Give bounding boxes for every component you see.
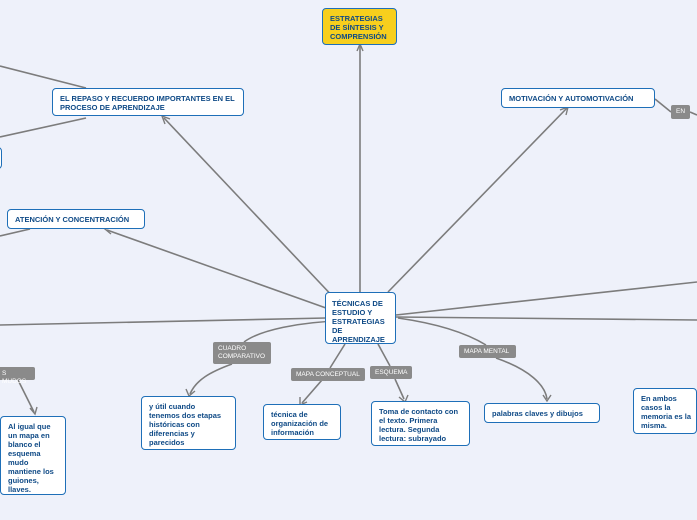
- leaf-memoria[interactable]: En ambos casos la memoria es la misma.: [633, 388, 697, 434]
- leaf-mapa-mental-text: palabras claves y dibujos: [492, 409, 583, 418]
- topic-motivacion-text: MOTIVACIÓN Y AUTOMOTIVACIÓN: [509, 94, 634, 103]
- label-mapa-mental[interactable]: MAPA MENTAL: [459, 345, 516, 358]
- central-topic-text: TÉCNICAS DE ESTUDIO Y ESTRATEGIAS DE APR…: [332, 299, 385, 344]
- link-atencion-left: [0, 228, 31, 237]
- link-center-motivacion: [387, 107, 568, 293]
- leaf-mapa-mental[interactable]: palabras claves y dibujos: [484, 403, 600, 423]
- arrow-mental-leaf: [542, 394, 552, 403]
- label-en-text: EN: [676, 108, 686, 115]
- link-en-right: [689, 111, 697, 116]
- link-center-right-lower: [395, 316, 697, 321]
- label-esquemas-mudos[interactable]: S MUDOS: [0, 367, 35, 385]
- link-center-repaso: [163, 117, 339, 303]
- offscreen-node-stub[interactable]: [0, 147, 2, 169]
- link-repaso-left-upper: [0, 65, 87, 89]
- link-center-esquema: [377, 343, 391, 367]
- arrow-repaso: [160, 114, 171, 125]
- link-motivacion-en: [654, 98, 672, 113]
- label-mapa-mental-text: MAPA MENTAL: [464, 348, 510, 355]
- leaf-cuadro-comparativo-text: y útil cuando tenemos dos etapas históri…: [149, 402, 222, 447]
- leaf-esquema-mudo[interactable]: Al igual que un mapa en blanco el esquem…: [0, 416, 66, 495]
- link-esquema-leaf: [394, 378, 405, 400]
- leaf-cuadro-comparativo[interactable]: y útil cuando tenemos dos etapas históri…: [141, 396, 236, 450]
- label-esquemas-mudos-text: S MUDOS: [2, 370, 27, 385]
- label-mapa-conceptual[interactable]: MAPA CONCEPTUAL: [291, 368, 365, 381]
- central-topic[interactable]: TÉCNICAS DE ESTUDIO Y ESTRATEGIAS DE APR…: [325, 292, 396, 344]
- link-center-left: [0, 317, 327, 326]
- label-cuadro-comparativo-text: CUADRO COMPARATIVO: [218, 345, 266, 360]
- leaf-mapa-conceptual[interactable]: técnica de organización de información: [263, 404, 341, 440]
- link-center-mental: [397, 317, 487, 346]
- leaf-esquema-text: Toma de contacto con el texto. Primera l…: [379, 407, 459, 443]
- link-mental-leaf: [495, 357, 548, 400]
- topic-sintesis-text: ESTRATEGIAS DE SÍNTESIS Y COMPRENSIÓN: [330, 14, 387, 41]
- link-conceptual-leaf: [301, 379, 323, 404]
- label-en[interactable]: EN: [671, 105, 690, 119]
- topic-sintesis[interactable]: ESTRATEGIAS DE SÍNTESIS Y COMPRENSIÓN: [322, 8, 397, 45]
- leaf-esquema[interactable]: Toma de contacto con el texto. Primera l…: [371, 401, 470, 446]
- link-mudos-leaf: [17, 379, 35, 413]
- topic-repaso-text: EL REPASO Y RECUERDO IMPORTANTES EN EL P…: [60, 94, 235, 112]
- link-center-right-upper: [395, 281, 697, 316]
- link-center-atencion: [106, 229, 327, 309]
- topic-atencion-text: ATENCIÓN Y CONCENTRACIÓN: [15, 215, 130, 224]
- topic-repaso[interactable]: EL REPASO Y RECUERDO IMPORTANTES EN EL P…: [52, 88, 244, 116]
- link-cuadro-leaf: [189, 363, 233, 395]
- link-center-conceptual: [329, 343, 346, 369]
- label-mapa-conceptual-text: MAPA CONCEPTUAL: [296, 371, 360, 378]
- topic-atencion[interactable]: ATENCIÓN Y CONCENTRACIÓN: [7, 209, 145, 229]
- label-esquema-text: ESQUEMA: [375, 369, 408, 376]
- label-cuadro-comparativo[interactable]: CUADRO COMPARATIVO: [213, 342, 271, 364]
- arrow-mudos-leaf: [29, 406, 38, 416]
- leaf-esquema-mudo-text: Al igual que un mapa en blanco el esquem…: [8, 422, 54, 494]
- topic-motivacion[interactable]: MOTIVACIÓN Y AUTOMOTIVACIÓN: [501, 88, 655, 108]
- leaf-memoria-text: En ambos casos la memoria es la misma.: [641, 394, 692, 430]
- link-repaso-left-lower: [0, 117, 87, 138]
- label-esquema[interactable]: ESQUEMA: [370, 366, 412, 379]
- leaf-mapa-conceptual-text: técnica de organización de información: [271, 410, 329, 437]
